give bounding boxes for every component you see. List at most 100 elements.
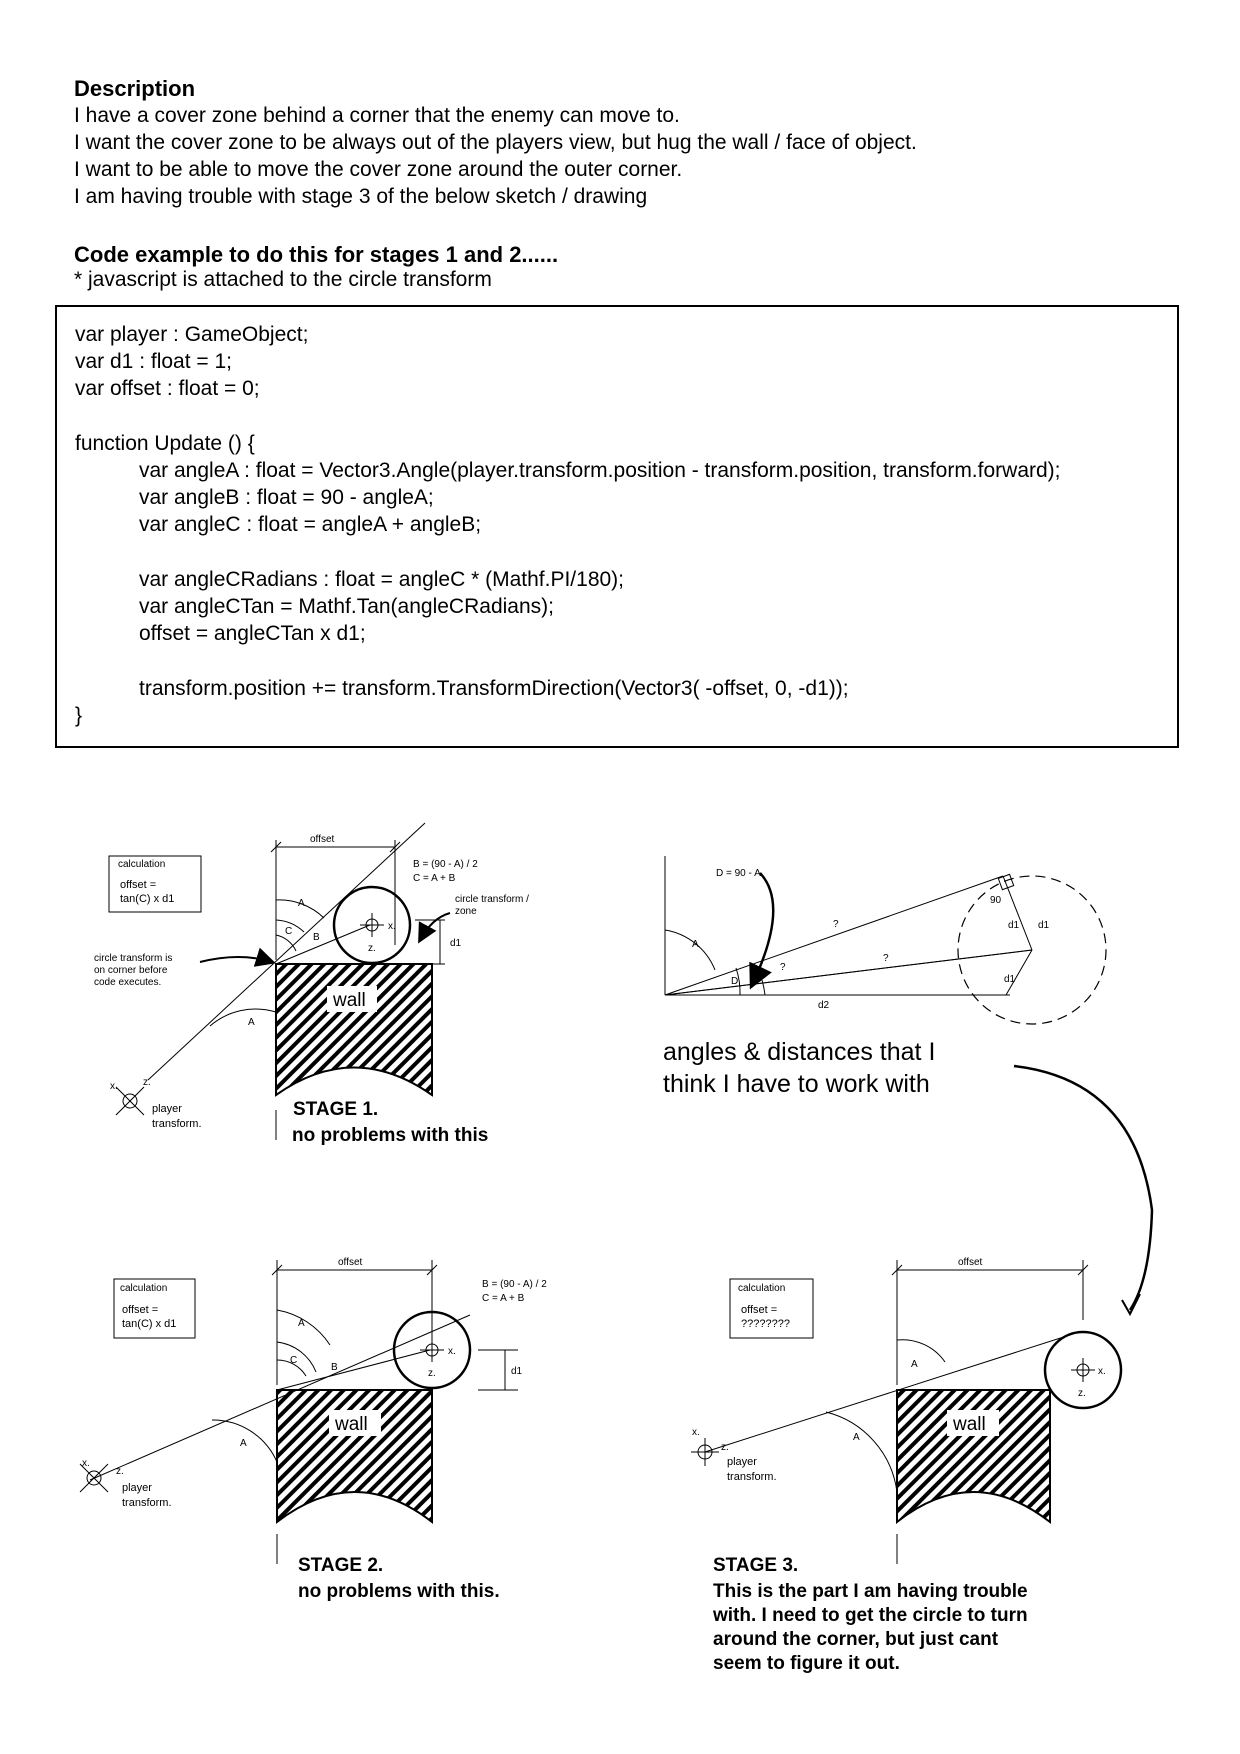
question-label: ? [780,962,786,973]
corner-note: circle transform is [94,953,172,964]
axis-x-label: x. [448,1346,456,1357]
axis-x-label: x. [388,921,396,932]
wall-label: wall [332,990,366,1011]
description-line: I want to be able to move the cover zone… [74,158,683,181]
code-line: var angleCTan = Mathf.Tan(angleCRadians)… [139,595,554,618]
c-formula: C = A + B [413,873,456,884]
d1-label: d1 [450,938,462,949]
stage-text: with. I need to get the circle to turn [712,1605,1028,1626]
code-line: transform.position += transform.Transfor… [139,677,849,700]
calc-formula-line1: offset = [122,1304,158,1316]
angle-a-label: A [692,939,699,950]
stage-1-labels: calculation offset = tan(C) x d1 offset … [94,834,529,1146]
code-line: } [75,704,83,727]
code-line: var angleC : float = angleA + angleB; [139,513,482,536]
stage-text: no problems with this. [298,1581,500,1602]
angle-a-label: A [240,1438,247,1449]
stage-3-labels: calculation offset = ???????? offset A A… [692,1257,1106,1674]
calc-formula-line1: offset = [120,879,156,891]
code-box: var player : GameObject; var d1 : float … [55,305,1179,748]
axis-x-label: x. [1098,1366,1106,1377]
question-label: ? [833,919,839,930]
code-line: var angleA : float = Vector3.Angle(playe… [139,459,1061,482]
d1-label: d1 [1004,974,1016,985]
zone-label: zone [455,906,477,917]
angle-a-label: A [298,1318,305,1329]
b-formula: B = (90 - A) / 2 [413,859,478,870]
angles-note: angles & distances that I think I have t… [663,1036,935,1100]
code-line: var offset : float = 0; [75,377,260,400]
stage-text: around the corner, but just cant [713,1629,999,1650]
axis-z-label: z. [143,1077,151,1088]
stage-title: STAGE 3. [713,1555,798,1576]
angles-sketch-labels: D = 90 - A A D ? ? ? d2 90 d1 d1 d1 [692,868,1050,1011]
code-line: var angleCRadians : float = angleC * (Ma… [139,568,625,591]
d2-label: d2 [818,1000,830,1011]
angles-note-line: think I have to work with [663,1070,930,1098]
stage-2-drawing [79,1260,518,1564]
c-formula: C = A + B [482,1293,525,1304]
offset-label: offset [958,1257,982,1268]
d1-label: d1 [1038,920,1050,931]
stage-3-drawing [691,1260,1123,1564]
wall-label: wall [334,1414,368,1435]
circle-transform-label: circle transform / [455,894,529,905]
angle-b-label: B [313,932,320,943]
code-heading: Code example to do this for stages 1 and… [74,242,559,267]
angle-a-label: A [248,1017,255,1028]
code-line: var d1 : float = 1; [75,350,233,373]
stage-text: no problems with this [292,1125,488,1146]
angles-note-line: angles & distances that I [663,1038,936,1066]
calc-label: calculation [118,859,165,870]
description-line: I am having trouble with stage 3 of the … [74,185,648,208]
calc-label: calculation [738,1283,785,1294]
stage-text: seem to figure it out. [713,1653,900,1674]
question-label: ? [883,953,889,964]
code-line: var player : GameObject; [75,323,309,346]
d1-label: d1 [1008,920,1020,931]
ninety-label: 90 [990,895,1002,906]
axis-x-label: x. [82,1458,90,1469]
axis-x-label: x. [692,1427,700,1438]
transform-label: transform. [122,1497,172,1509]
angle-a-label: A [853,1432,860,1443]
b-formula: B = (90 - A) / 2 [482,1279,547,1290]
description-line: I want the cover zone to be always out o… [74,131,917,154]
transform-label: transform. [152,1118,202,1130]
corner-note: code executes. [94,977,161,988]
description-heading: Description [74,76,196,101]
code-line: var angleB : float = 90 - angleA; [139,486,434,509]
code-note: * javascript is attached to the circle t… [74,268,492,291]
angle-c-label: C [290,1355,297,1366]
wall-label: wall [952,1414,986,1435]
player-label: player [122,1482,152,1494]
angle-c-label: C [285,926,292,937]
description-line: I have a cover zone behind a corner that… [74,104,680,127]
calc-formula-line2: ???????? [741,1318,790,1330]
axis-x-label: x. [110,1081,118,1092]
player-label: player [152,1103,182,1115]
transform-label: transform. [727,1471,777,1483]
calc-formula-line2: tan(C) x d1 [122,1318,176,1330]
angle-a-label: A [298,898,305,909]
d-formula: D = 90 - A [716,868,761,879]
d1-label: d1 [511,1366,523,1377]
angle-d-label: D [731,976,738,987]
axis-z-label: z. [116,1466,124,1477]
calc-formula-line1: offset = [741,1304,777,1316]
angle-a-label: A [911,1359,918,1370]
code-line: offset = angleCTan x d1; [139,622,366,645]
axis-z-label: z. [1078,1388,1086,1399]
player-label: player [727,1456,757,1468]
stage-2-labels: calculation offset = tan(C) x d1 offset … [82,1257,547,1602]
calc-formula-line2: tan(C) x d1 [120,893,174,905]
calc-label: calculation [120,1283,167,1294]
stage-title: STAGE 2. [298,1555,383,1576]
axis-z-label: z. [721,1442,729,1453]
stage-1-drawing [108,822,451,1140]
stage-text: This is the part I am having trouble [713,1581,1028,1602]
offset-label: offset [310,834,334,845]
axis-z-label: z. [368,943,376,954]
axis-z-label: z. [428,1368,436,1379]
